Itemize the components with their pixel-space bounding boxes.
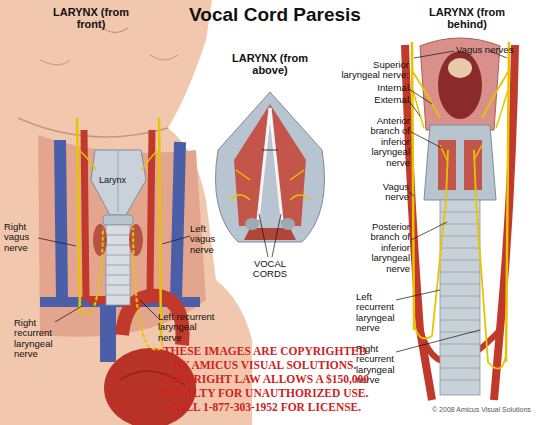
anatomy-shape (440, 200, 480, 395)
anatomy-shape (414, 150, 448, 339)
anatomy-shape (409, 101, 420, 116)
anatomy-shape (262, 150, 278, 151)
anatomy-shape (133, 228, 162, 350)
anatomy-label: VOCAL CORDS (244, 259, 296, 280)
anatomy-shape (270, 104, 306, 226)
anatomy-shape (448, 58, 472, 78)
anatomy-shape (18, 118, 168, 137)
anatomy-shape (258, 108, 270, 220)
anatomy-shape (411, 222, 447, 240)
anatomy-label: Superior laryngeal nerve: (333, 60, 409, 81)
anatomy-shape (413, 72, 508, 118)
anatomy-label: Larynx (99, 176, 139, 186)
anatomy-label: Vagus nerve (366, 182, 409, 203)
copyright-watermark: COPYRIGHT LAW ALLOWS A $150,000 (120, 373, 410, 386)
anatomy-shape (270, 108, 282, 220)
copyright-watermark: THESE IMAGES ARE COPYRIGHTED (120, 345, 410, 358)
view-heading: LARYNX (from above) (228, 52, 312, 76)
anatomy-shape (245, 218, 259, 230)
anatomy-shape (438, 51, 482, 119)
anatomy-shape (414, 51, 454, 58)
anatomy-shape (150, 55, 178, 60)
anatomy-shape (412, 42, 414, 330)
anatomy-shape (129, 224, 143, 256)
anatomy-label: Right recurrent laryngeal nerve (14, 318, 76, 360)
anatomy-shape (106, 235, 130, 295)
back-view (405, 38, 515, 400)
view-heading: LARYNX (from front) (52, 6, 130, 30)
anatomy-label: Right vagus nerve (4, 222, 44, 253)
anatomy-shape (60, 140, 62, 300)
anatomy-label: Left recurrent laryngeal nerve (158, 312, 220, 343)
anatomy-shape (140, 300, 158, 318)
anatomy-label: External (339, 95, 409, 105)
anatomy-shape (409, 89, 432, 104)
anatomy-label: Left vagus nerve (190, 224, 230, 255)
anatomy-shape (413, 90, 508, 128)
copyright-watermark: CALL 1-877-303-1952 FOR LICENSE. (120, 401, 410, 414)
anatomy-shape (176, 142, 180, 300)
anatomy-shape (162, 236, 190, 244)
anatomy-shape (93, 224, 107, 256)
anatomy-label: Internal (339, 83, 409, 93)
anatomy-shape (106, 225, 130, 305)
anatomy-shape (281, 218, 295, 230)
anatomy-shape (440, 212, 480, 380)
copyright-watermark: BY AMICUS VISUAL SOLUTIONS. (120, 359, 410, 372)
anatomy-shape (494, 45, 515, 400)
anatomy-shape (55, 306, 82, 322)
copyright-watermark: PENALTY FOR UNAUTHORIZED USE. (120, 387, 410, 400)
copyright-notice: © 2008 Amicus Visual Solutions (432, 406, 550, 414)
anatomy-shape (100, 300, 116, 362)
anatomy-shape (216, 92, 325, 242)
anatomy-shape (91, 150, 146, 215)
anatomy-shape (77, 118, 80, 312)
anatomy-shape (396, 290, 440, 300)
top-view (216, 92, 325, 242)
anatomy-shape (150, 130, 152, 292)
anatomy-shape (103, 215, 133, 225)
anatomy-shape (234, 104, 270, 226)
anatomy-shape (230, 170, 310, 200)
anatomy-shape (424, 125, 496, 200)
leader-lines (38, 51, 507, 352)
anatomy-shape (440, 145, 482, 160)
anatomy-label: Vagus nerves (456, 45, 536, 55)
anatomy-shape (38, 238, 76, 246)
anatomy-shape (259, 214, 268, 257)
anatomy-shape (159, 118, 161, 338)
anatomy-label: Posterior branch of inferior laryngeal n… (355, 222, 410, 274)
anatomy-shape (79, 150, 158, 170)
anatomy-shape (40, 60, 70, 65)
view-heading: LARYNX (from behind) (424, 6, 510, 30)
anatomy-shape (396, 330, 480, 352)
anatomy-shape (79, 228, 103, 314)
anatomy-shape (409, 192, 414, 196)
anatomy-shape (272, 214, 281, 257)
anatomy-label: Anterior branch of inferior laryngeal ne… (355, 116, 410, 168)
anatomy-label: Left recurrent laryngeal nerve (356, 292, 401, 334)
anatomy-shape (474, 150, 506, 369)
anatomy-shape (464, 140, 482, 190)
anatomy-shape (411, 132, 442, 148)
